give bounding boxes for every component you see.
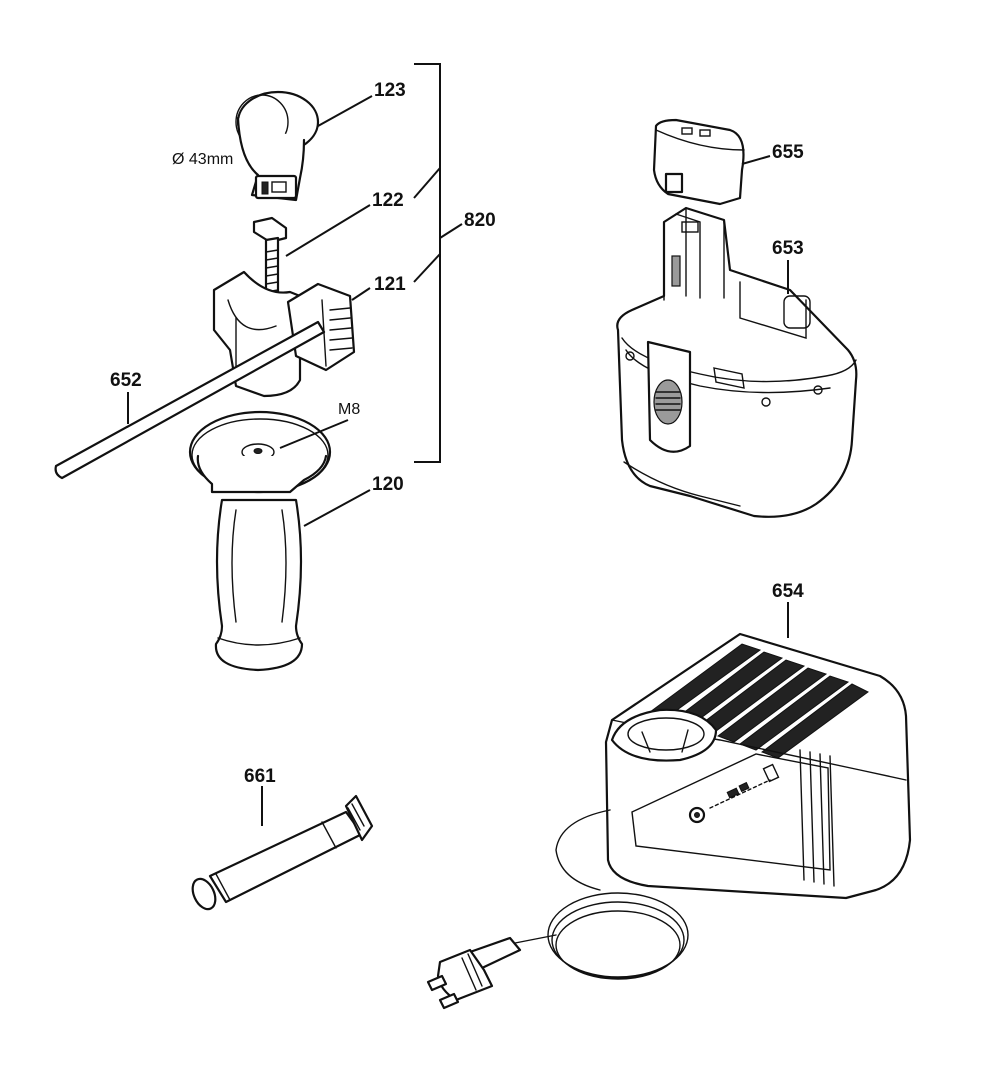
assembly-bracket-820 bbox=[413, 63, 463, 463]
battery-pack-653 bbox=[616, 206, 858, 518]
label-661: 661 bbox=[244, 766, 276, 787]
label-122: 122 bbox=[372, 190, 404, 211]
charger-654 bbox=[604, 632, 912, 900]
label-121: 121 bbox=[374, 274, 406, 295]
label-820: 820 bbox=[464, 210, 496, 231]
charger-cord bbox=[426, 809, 689, 1010]
part-labels: 123 122 121 120 820 652 655 653 654 661 … bbox=[110, 80, 804, 787]
depth-rod-652 bbox=[54, 320, 326, 480]
label-654: 654 bbox=[772, 581, 804, 602]
label-diameter: Ø 43mm bbox=[172, 151, 233, 168]
label-123: 123 bbox=[374, 80, 406, 101]
label-653: 653 bbox=[772, 238, 804, 259]
clamp-band-123 bbox=[235, 90, 320, 202]
label-652: 652 bbox=[110, 370, 142, 391]
leader-lines bbox=[127, 95, 789, 826]
label-120: 120 bbox=[372, 474, 404, 495]
label-thread-m8: M8 bbox=[338, 401, 360, 418]
grease-tube-661 bbox=[191, 794, 374, 911]
side-handle-120 bbox=[188, 410, 332, 672]
label-655: 655 bbox=[772, 142, 804, 163]
battery-cap-655 bbox=[652, 118, 745, 206]
